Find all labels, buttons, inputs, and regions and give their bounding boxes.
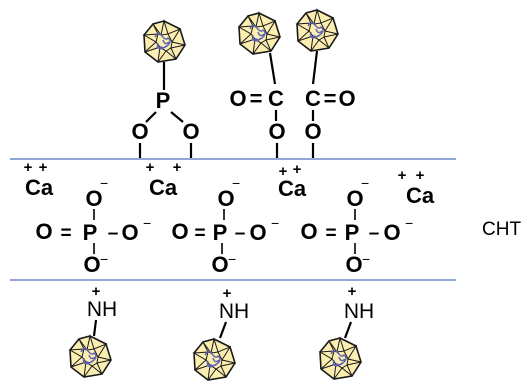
- amine-label: NH: [219, 300, 249, 323]
- protein-molecule-icon: [319, 337, 362, 380]
- carbonyl-oxygen-a: O: [229, 86, 246, 111]
- amine-label: NH: [344, 300, 374, 323]
- svg-text:–: –: [235, 223, 246, 244]
- phosphate-group-3: O − O = P – O − O −: [300, 175, 413, 277]
- oxygen-right: O: [249, 220, 266, 245]
- oxygen-right: O: [383, 220, 400, 245]
- svg-text:−: −: [405, 215, 413, 231]
- protein-molecule-icon: [193, 338, 236, 381]
- svg-text:+: +: [416, 167, 425, 184]
- protein-molecule-icon: [296, 9, 339, 52]
- svg-text:−: −: [228, 251, 236, 267]
- phosphorus-atom: P: [345, 220, 360, 245]
- p-o-right-bond: [170, 111, 184, 123]
- protein-top-right-a: [238, 12, 281, 55]
- phosphorus-atom: P: [83, 220, 98, 245]
- svg-text:+: +: [348, 283, 357, 300]
- cht-label: CHT: [482, 219, 521, 240]
- svg-text:+: +: [279, 163, 288, 180]
- calcium-ion-2: + + Ca: [146, 159, 182, 200]
- oxygen-bottom: O: [345, 252, 362, 277]
- phosphate-group-2: O − O = P – O − O −: [171, 175, 279, 277]
- svg-text:+: +: [39, 159, 48, 176]
- oxygen-left: O: [35, 219, 52, 244]
- svg-text:=: =: [194, 223, 205, 244]
- protein-molecule-icon: [238, 12, 281, 55]
- amine-group-1: + NH: [69, 283, 117, 378]
- calcium-label: Ca: [278, 176, 307, 201]
- protein-top-left: [143, 20, 186, 63]
- svg-text:+: +: [146, 159, 155, 176]
- protein-c-bond-b: [311, 50, 319, 85]
- oxygen-top: O: [85, 186, 102, 211]
- carbon-a: C: [268, 86, 284, 111]
- svg-text:–: –: [108, 223, 119, 244]
- svg-text:−: −: [362, 251, 370, 267]
- protein-molecule-icon: [143, 20, 186, 63]
- calcium-label: Ca: [25, 175, 54, 200]
- oxygen-right: O: [121, 220, 138, 245]
- svg-text:=: =: [60, 223, 71, 244]
- svg-text:+: +: [293, 161, 302, 178]
- oxygen-top: O: [217, 186, 234, 211]
- calcium-ion-1: + + Ca: [24, 159, 54, 200]
- svg-text:−: −: [100, 251, 108, 267]
- oxygen-carboxyl-a: O: [268, 119, 285, 144]
- calcium-label: Ca: [149, 175, 178, 200]
- phosphorus-atom: P: [213, 220, 228, 245]
- calcium-ion-4: + + Ca: [398, 167, 435, 208]
- amine-label: NH: [87, 298, 117, 321]
- protein-c-bond-a: [268, 52, 277, 85]
- svg-text:+: +: [24, 159, 33, 176]
- svg-text:−: −: [271, 215, 279, 231]
- svg-text:+: +: [223, 285, 232, 302]
- svg-text:−: −: [361, 175, 369, 191]
- phosphorus-atom: P: [156, 88, 171, 113]
- double-bond-a: =: [250, 86, 263, 111]
- svg-text:=: =: [325, 223, 336, 244]
- amine-group-2: + NH: [193, 285, 249, 381]
- svg-text:−: −: [232, 175, 240, 191]
- double-bond-b: =: [324, 86, 337, 111]
- svg-text:+: +: [398, 167, 407, 184]
- p-o-left-bond: [145, 111, 157, 123]
- oxygen-left: O: [171, 219, 188, 244]
- oxygen-bottom: O: [211, 252, 228, 277]
- protein-top-right-b: [296, 9, 339, 52]
- phosphate-group-1: O − O = P – O − O −: [35, 175, 151, 277]
- oxygen-carboxyl-b: O: [304, 119, 321, 144]
- amine-group-3: + NH: [319, 283, 374, 380]
- oxygen-left: O: [300, 219, 317, 244]
- calcium-label: Ca: [406, 183, 435, 208]
- carbonyl-oxygen-b: O: [338, 86, 355, 111]
- oxygen-right: O: [182, 119, 199, 144]
- oxygen-bottom: O: [83, 252, 100, 277]
- oxygen-left: O: [131, 119, 148, 144]
- protein-molecule-icon: [69, 335, 112, 378]
- svg-text:−: −: [143, 215, 151, 231]
- svg-text:−: −: [100, 175, 108, 191]
- svg-text:–: –: [369, 223, 380, 244]
- oxygen-top: O: [346, 186, 363, 211]
- svg-text:+: +: [92, 283, 101, 300]
- svg-text:+: +: [173, 159, 182, 176]
- carbon-b: C: [305, 86, 321, 111]
- calcium-ion-3: + + Ca: [278, 161, 307, 201]
